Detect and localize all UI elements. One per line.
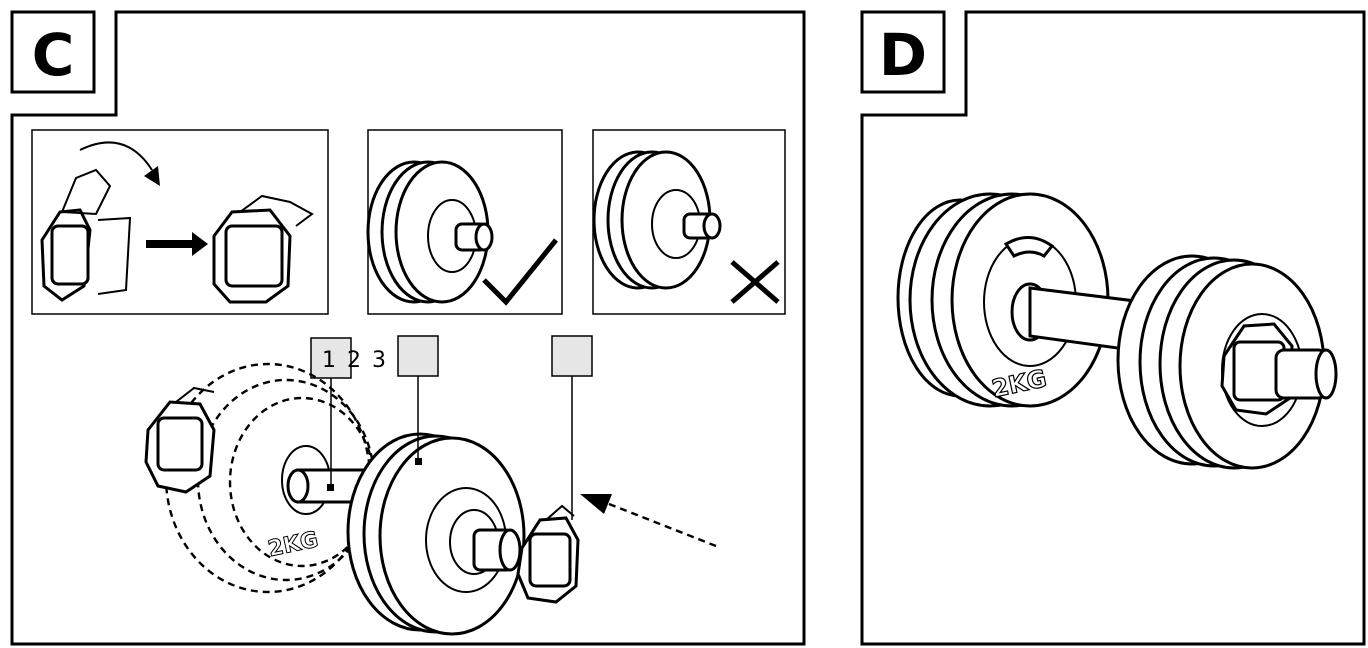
panel-c-frame — [10, 10, 806, 646]
panel-c-label-box — [10, 10, 96, 94]
collar-right-d — [1220, 322, 1294, 416]
callout-box-2 — [397, 335, 439, 377]
collar-right — [516, 504, 580, 604]
callout-1: 1 — [322, 348, 336, 373]
panel-c: C — [10, 10, 806, 646]
panel-d-frame — [860, 10, 1366, 646]
rotate-arrow-icon — [79, 141, 153, 171]
panel-d-label-box — [860, 10, 946, 94]
callout-3: 3 — [372, 348, 386, 373]
collar-closed-drawing — [212, 194, 314, 304]
direction-dashed-line — [603, 500, 717, 548]
callout-box-1 — [310, 337, 352, 379]
rotate-arrowhead-icon — [144, 166, 160, 186]
collar-open-drawing — [40, 168, 132, 302]
callout-2: 2 — [347, 348, 361, 373]
assembly-drawing: 2KG — [144, 362, 717, 636]
panel-c-letter: C — [32, 21, 75, 89]
plate-stack-correct — [366, 160, 494, 304]
plate-stack-incorrect — [592, 150, 722, 290]
checkmark-icon — [482, 238, 558, 306]
panel-d: D 2KG — [860, 10, 1366, 646]
plate-3 — [378, 436, 526, 636]
panel-d-letter: D — [879, 21, 927, 89]
cross-icon — [730, 260, 780, 304]
callout-box-3 — [551, 335, 593, 377]
direction-arrow-icon — [580, 494, 612, 514]
assembled-dumbbell-drawing: 2KG — [896, 192, 1338, 470]
plate-marking-2kg: 2KG — [266, 527, 321, 562]
arrow-right-icon — [146, 232, 208, 256]
collar-left — [144, 386, 216, 494]
